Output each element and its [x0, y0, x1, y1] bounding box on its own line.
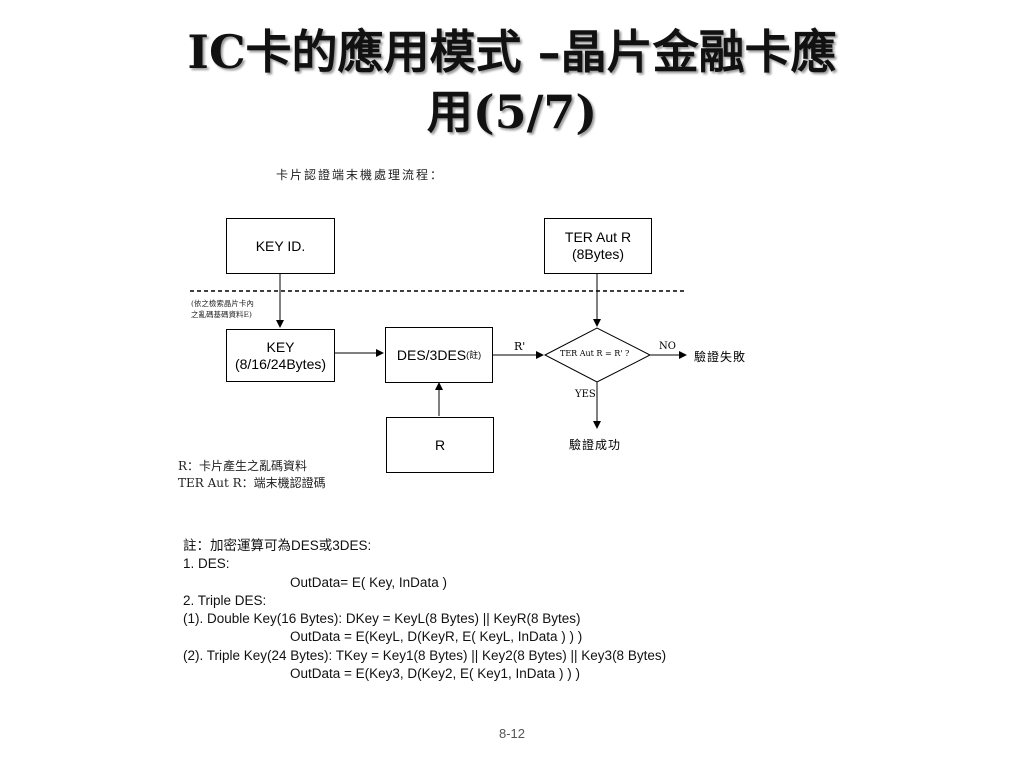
legend-line-2: TER Aut R：端末機認證碼: [178, 476, 326, 490]
success-label: 驗證成功: [569, 438, 622, 452]
legend-line-1: R：卡片產生之亂碼資料: [178, 459, 308, 473]
footnote-line-7: (2). Triple Key(24 Bytes): TKey = Key1(8…: [183, 647, 667, 663]
yes-label: YES: [575, 389, 596, 400]
encryption-footnotes: 註：加密運算可為DES或3DES: 1. DES: OutData= E( Ke…: [183, 537, 666, 683]
r-box: R: [386, 417, 494, 473]
title-line-2: 用(5/7): [426, 85, 598, 139]
footnote-line-5: (1). Double Key(16 Bytes): DKey = KeyL(8…: [183, 611, 581, 627]
ter-box-line-1: TER Aut R: [564, 229, 632, 245]
r-prime-label: R': [514, 340, 526, 353]
footnote-line-6: OutData = E(KeyL, D(KeyR, E( KeyL, InDat…: [290, 629, 583, 645]
key-lookup-note: (依之檢索晶片卡內 之亂碼基碼資料E): [191, 298, 254, 320]
key-lookup-note-line-1: (依之檢索晶片卡內: [191, 299, 254, 308]
des-3des-box: DES/3DES(註): [385, 327, 493, 383]
footnote-line-2: 1. DES:: [183, 556, 230, 572]
key-id-box: KEY ID.: [226, 218, 335, 274]
footnote-line-8: OutData = E(Key3, D(Key2, E( Key1, InDat…: [290, 666, 580, 682]
footnote-line-1: 註：加密運算可為DES或3DES:: [183, 538, 372, 553]
des-box-note: (註): [466, 349, 482, 360]
fail-label: 驗證失敗: [694, 350, 747, 364]
key-box: KEY (8/16/24Bytes): [226, 329, 335, 382]
decision-label: TER Aut R = R' ?: [560, 349, 630, 358]
ter-aut-r-box: TER Aut R (8Bytes): [544, 218, 652, 274]
key-lookup-note-line-2: 之亂碼基碼資料E): [191, 310, 252, 319]
diagram-subtitle: 卡片認證端末機處理流程：: [276, 168, 445, 182]
title-line-1: IC卡的應用模式 –晶片金融卡應: [187, 25, 837, 79]
key-id-label: KEY ID.: [255, 237, 306, 254]
footnote-line-3: OutData= E( Key, InData ): [290, 574, 447, 590]
page-number: 8-12: [498, 726, 526, 741]
footnote-line-4: 2. Triple DES:: [183, 592, 267, 608]
key-box-line-2: (8/16/24Bytes): [234, 355, 327, 372]
ter-box-line-2: (8Bytes): [571, 246, 625, 262]
diagram-legend: R：卡片產生之亂碼資料 TER Aut R：端末機認證碼: [178, 458, 326, 492]
slide-title: IC卡的應用模式 –晶片金融卡應 用(5/7): [40, 22, 984, 142]
des-box-label: DES/3DES: [396, 346, 467, 363]
r-box-label: R: [434, 436, 446, 453]
key-box-line-1: KEY: [266, 338, 295, 355]
no-label: NO: [659, 341, 676, 352]
